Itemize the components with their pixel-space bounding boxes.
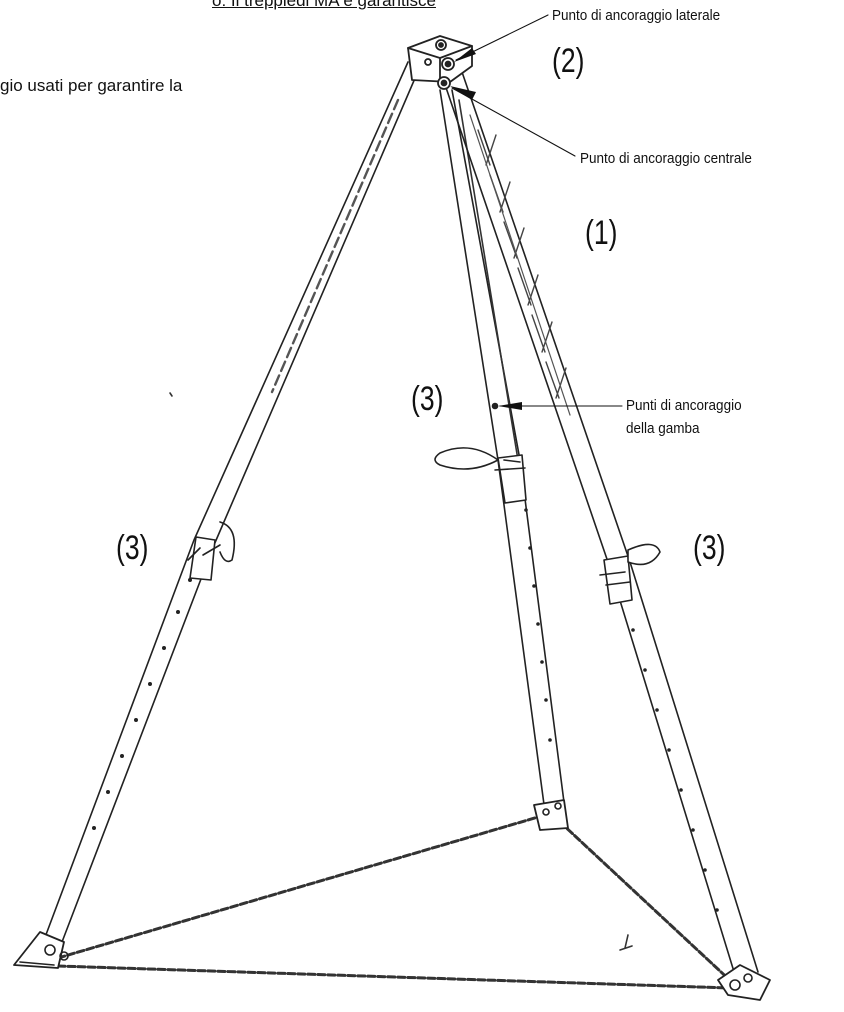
right-leg: [439, 69, 771, 1001]
callout-leg-anchor-line2: della gamba: [626, 420, 700, 437]
tripod-head: [407, 35, 473, 90]
center-leg: [434, 89, 569, 831]
callout-lateral-anchor: Punto di ancoraggio laterale: [552, 7, 721, 24]
marker-3-right: (3): [693, 529, 726, 567]
callout-central-anchor: Punto di ancoraggio centrale: [580, 150, 752, 167]
base-chain: [56, 813, 737, 990]
callout-leg-anchor-line1: Punti di ancoraggio: [626, 397, 742, 414]
marker-1: (1): [585, 214, 618, 252]
marker-2: (2): [552, 42, 585, 80]
marker-3-left: (3): [116, 529, 149, 567]
header-text-fragment: o: Il treppiedi MA è garantisce: [212, 0, 436, 10]
intro-text-fragment: gio usati per garantire la: [0, 76, 183, 95]
marker-3-center: (3): [411, 380, 444, 418]
left-leg: [13, 61, 423, 969]
